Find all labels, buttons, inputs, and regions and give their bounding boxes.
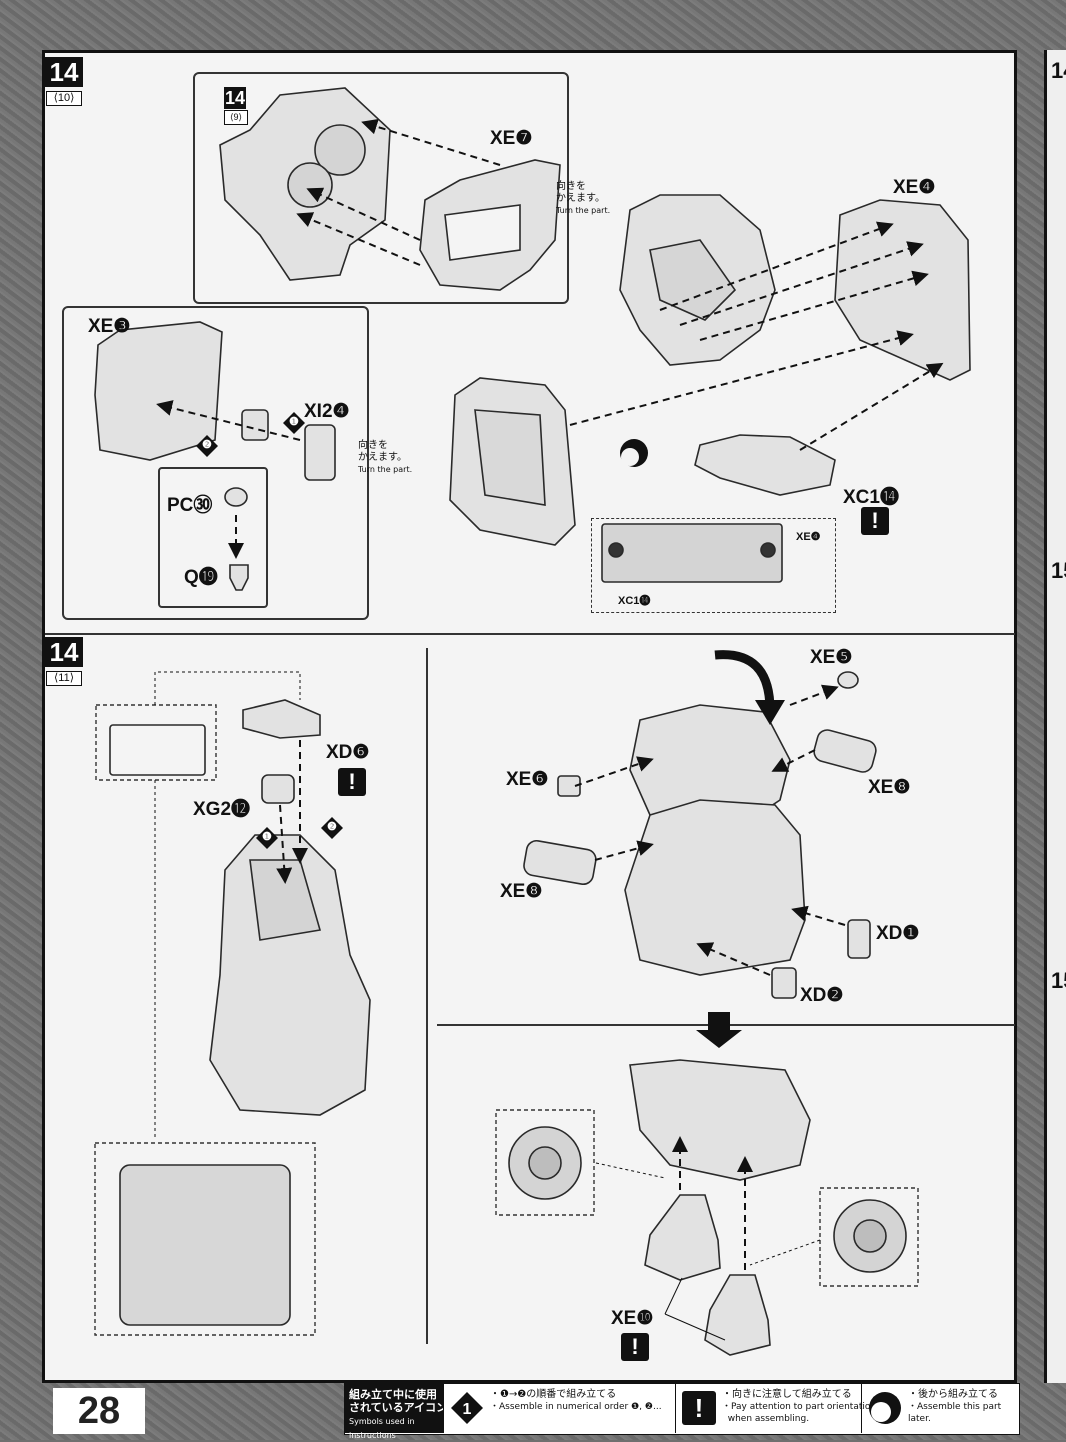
xe5-part: [837, 671, 859, 689]
detail-frame-part: [119, 1164, 291, 1326]
order-number-1: ❶: [289, 416, 299, 428]
part-label-xe3: XE❸: [88, 316, 131, 337]
legend-item-numbered-order: 1 ・❶→❷の順番で組み立てる・Assemble in numerical or…: [443, 1384, 675, 1433]
step-number: 14: [45, 57, 83, 87]
page-number: 28: [53, 1388, 145, 1434]
part-label-xe7: XE❼: [490, 128, 533, 149]
inset-back-panel-box: [62, 306, 369, 620]
svg-text:1: 1: [463, 1401, 472, 1418]
xe8-left-part: [523, 839, 597, 886]
reference-step-number: 14: [224, 87, 246, 109]
step-number: 14: [45, 637, 83, 667]
body-assembly-part: [209, 834, 371, 1116]
exclamation-icon: !: [682, 1391, 716, 1425]
turn-part-note: 向きを かえます。Turn the part.: [556, 181, 611, 215]
pc30-polycap-part: [224, 487, 248, 507]
step-divider: [45, 633, 1015, 635]
next-step-mark: 15: [1051, 968, 1066, 993]
part-label-xc114: XC1⓮: [843, 487, 899, 508]
order-number-2: ❷: [202, 439, 212, 451]
inverted-body-part: [629, 1059, 811, 1181]
later-assembly-icon: [869, 1392, 901, 1424]
turn-part-note: 向きを かえます。Turn the part.: [358, 440, 413, 474]
step-substep: ⟨10⟩: [46, 91, 82, 106]
rotate-arrow: [714, 650, 775, 711]
column-divider: [426, 648, 428, 1344]
next-step-mark: 14: [1051, 58, 1066, 83]
detail-label-xc114: XC1⓮: [618, 595, 651, 607]
numbered-order-icon: 1: [451, 1392, 483, 1424]
part-label-q19: Q⓳: [184, 567, 218, 588]
q19-peg-part: [229, 564, 249, 591]
orientation-warning-icon: !: [338, 768, 366, 796]
order-number-2: ❷: [327, 821, 337, 833]
xe6-part: [557, 775, 581, 797]
detail-view-box: [591, 518, 836, 613]
legend-item-orientation: ! ・向きに注意して組み立てる・Pay attention to part or…: [675, 1384, 876, 1433]
xd1-part: [847, 919, 871, 959]
part-label-xd6: XD❻: [326, 742, 370, 763]
xg212-part: [261, 774, 295, 804]
part-label-xe5: XE❺: [810, 647, 853, 668]
xe4-back-panel-part: [834, 199, 971, 381]
xe10-nozzle-part: [704, 1274, 771, 1356]
xi24-part: [304, 424, 336, 481]
part-label-xe6: XE❻: [506, 769, 549, 790]
orientation-warning-icon: !: [621, 1333, 649, 1361]
next-page-edge: 14 15 15: [1044, 50, 1066, 1383]
legend-title: 組み立て中に使用 されているアイコン Symbols used in instr…: [345, 1384, 447, 1440]
part-label-xe8: XE❽: [868, 777, 911, 798]
xe10-nozzle-part: [644, 1194, 721, 1281]
next-step-mark: 15: [1051, 558, 1066, 583]
xe3-panel-part: [94, 321, 223, 461]
inset-subassembly-box: [193, 72, 569, 304]
xc114-part: [694, 434, 836, 496]
part-label-xd2: XD❷: [800, 985, 844, 1006]
icon-legend: 組み立て中に使用 されているアイコン Symbols used in instr…: [344, 1383, 1020, 1440]
part-label-xi24: XI2❹: [304, 401, 350, 422]
xe8-right-part: [813, 729, 877, 773]
small-joint-part: [241, 409, 269, 441]
xd2-part: [771, 967, 797, 999]
part-label-xg212: XG2⓬: [193, 799, 251, 820]
waist-assembly-part: [624, 799, 806, 976]
part-label-xe10: XE❿: [611, 1308, 654, 1329]
xd6-panel-part: [242, 699, 321, 739]
part-label-xd1: XD❶: [876, 923, 920, 944]
order-number-1: ❶: [262, 831, 272, 843]
part-label-xe4: XE❹: [893, 177, 936, 198]
part-label-xe8: XE❽: [500, 881, 543, 902]
reference-substep: ⟨9⟩: [224, 110, 248, 125]
inset-polycap-box: [158, 467, 268, 608]
step-substep: ⟨11⟩: [46, 671, 82, 686]
next-view-arrow: [696, 1012, 742, 1048]
legend-item-later-assembly: ・後から組み立てる・Assemble this part later.: [861, 1384, 1018, 1433]
detail-label-xe4: XE❹: [796, 531, 821, 543]
part-label-pc30: PC㉚: [167, 495, 213, 516]
orientation-warning-icon: !: [861, 507, 889, 535]
